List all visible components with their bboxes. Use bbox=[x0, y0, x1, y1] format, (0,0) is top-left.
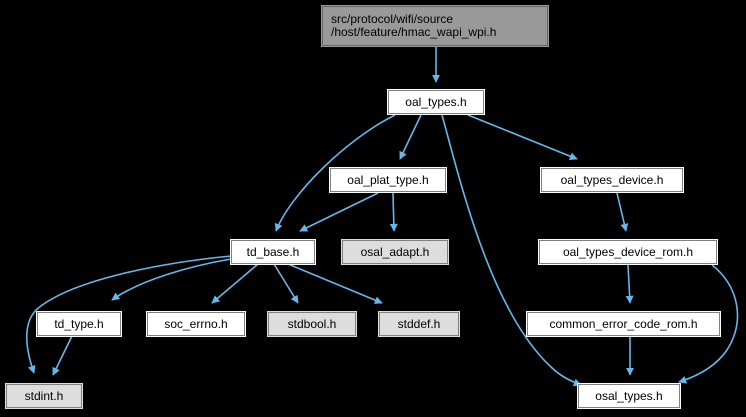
graph-node-label: oal_types.h bbox=[405, 94, 467, 109]
graph-edge-td_type-to-stdint bbox=[52, 335, 73, 376]
graph-edge-oal_types-to-osal_types bbox=[441, 114, 582, 387]
graph-node-label: oal_types_device.h bbox=[560, 172, 664, 187]
graph-edge-oal_types-to-oal_plat bbox=[399, 114, 422, 160]
graph-node-label: common_error_code_rom.h bbox=[549, 316, 698, 331]
graph-edge-td_base-to-stdbool bbox=[273, 263, 299, 304]
graph-node-td_base[interactable]: td_base.h bbox=[230, 239, 316, 265]
graph-edge-oal_types-to-oal_dev bbox=[467, 114, 578, 161]
graph-node-label: osal_types.h bbox=[595, 388, 663, 403]
graph-node-label: soc_errno.h bbox=[164, 316, 228, 331]
graph-node-osal_types[interactable]: osal_types.h bbox=[577, 383, 681, 409]
graph-edge-td_base-to-soc_errno bbox=[211, 263, 259, 304]
graph-edge-oal_plat-to-osal_adapt bbox=[389, 192, 398, 232]
graph-node-oal_dev[interactable]: oal_types_device.h bbox=[540, 167, 684, 193]
graph-edge-oal_dev_rom-to-osal_types bbox=[678, 264, 739, 384]
graph-node-label: oal_types_device_rom.h bbox=[562, 244, 694, 259]
graph-node-stdint[interactable]: stdint.h bbox=[5, 383, 83, 409]
graph-node-label: td_type.h bbox=[54, 316, 104, 331]
graph-node-stddef[interactable]: stddef.h bbox=[378, 311, 460, 337]
graph-node-td_type[interactable]: td_type.h bbox=[36, 311, 122, 337]
graph-node-label: osal_adapt.h bbox=[360, 244, 430, 259]
graph-node-label: src/protocol/wifi/source /host/feature/h… bbox=[331, 12, 497, 39]
graph-node-oal_types[interactable]: oal_types.h bbox=[387, 89, 485, 115]
graph-edge-oal_types-to-td_base bbox=[274, 114, 396, 232]
graph-node-cerr_rom[interactable]: common_error_code_rom.h bbox=[526, 311, 721, 337]
graph-edge-td_base-to-td_type bbox=[111, 258, 232, 301]
graph-node-label: stddef.h bbox=[397, 316, 441, 331]
graph-node-label: stdbool.h bbox=[287, 316, 337, 331]
graph-node-stdbool[interactable]: stdbool.h bbox=[267, 311, 357, 337]
graph-edge-oal_dev_rom-to-cerr_rom bbox=[625, 264, 634, 304]
graph-node-osal_adapt[interactable]: osal_adapt.h bbox=[341, 239, 449, 265]
graph-node-root[interactable]: src/protocol/wifi/source /host/feature/h… bbox=[321, 5, 549, 47]
graph-edge-td_base-to-stdint bbox=[25, 255, 232, 374]
graph-node-label: td_base.h bbox=[246, 244, 300, 259]
graph-edge-oal_plat-to-td_base bbox=[299, 192, 379, 232]
graph-node-label: oal_plat_type.h bbox=[347, 172, 429, 187]
graph-node-soc_errno[interactable]: soc_errno.h bbox=[146, 311, 246, 337]
graph-node-label: stdint.h bbox=[24, 388, 64, 403]
graph-edge-td_base-to-stddef bbox=[287, 263, 383, 304]
graph-edge-oal_dev-to-oal_dev_rom bbox=[616, 192, 629, 232]
graph-node-oal_dev_rom[interactable]: oal_types_device_rom.h bbox=[538, 239, 718, 265]
graph-node-oal_plat[interactable]: oal_plat_type.h bbox=[329, 167, 447, 193]
